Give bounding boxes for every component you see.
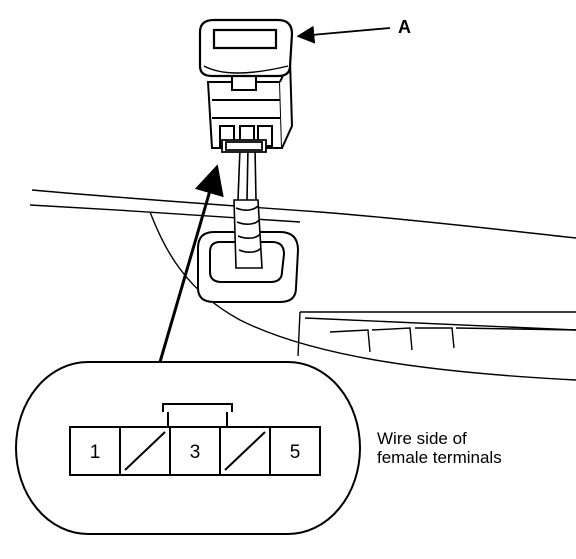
terminal-5-label: 5	[290, 442, 301, 463]
zoom-leader	[158, 164, 224, 363]
trim-panel	[29, 189, 576, 381]
terminal-3-label: 3	[190, 442, 201, 463]
switch-cap	[198, 18, 294, 78]
callout-a-leader	[296, 25, 391, 44]
switch-connector	[221, 139, 267, 153]
wire-harness	[233, 147, 263, 269]
caption-line-2: female terminals	[377, 448, 502, 467]
terminal-labels: 1 3 5	[90, 442, 301, 463]
caption-line-1: Wire side of	[377, 429, 467, 448]
callout-a-label: A	[398, 17, 411, 37]
wire-side-caption: Wire side of female terminals	[377, 429, 502, 467]
connector-face	[69, 403, 321, 476]
terminal-1-label: 1	[90, 442, 101, 463]
